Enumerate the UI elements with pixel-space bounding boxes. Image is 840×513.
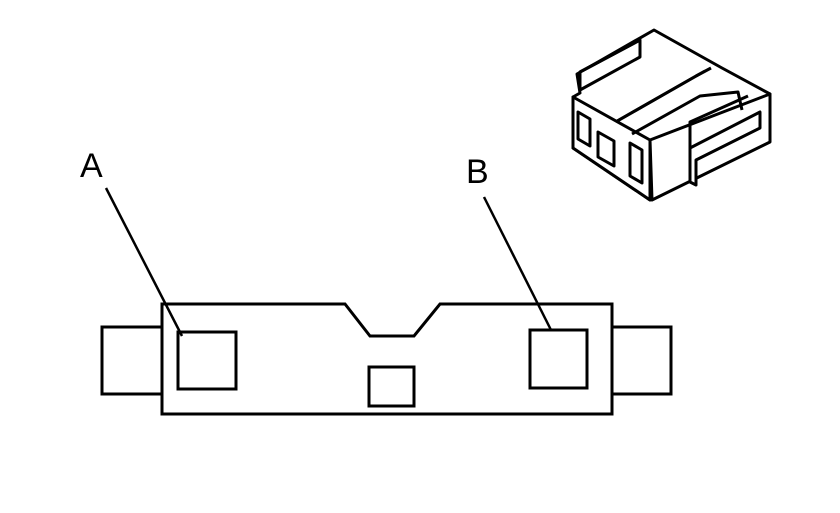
terminal-cavity-2 [596, 130, 616, 168]
terminal-cavity-b [528, 328, 589, 390]
connector-body-outline [160, 302, 614, 416]
callout-a-leader [104, 187, 184, 337]
left-end-tab [100, 325, 164, 396]
right-end-tab [610, 325, 673, 396]
center-key-slot [367, 365, 416, 408]
terminal-cavity-a [176, 330, 238, 391]
connector-face-front-view [100, 302, 673, 416]
callout-b-label: B [466, 153, 489, 191]
callout-a-label: A [80, 147, 103, 185]
callout-leaders [104, 187, 553, 337]
terminal-cavity-3 [628, 141, 644, 185]
connector-isometric-illustration [571, 28, 772, 202]
callout-b-leader [482, 196, 553, 331]
terminal-cavity-1 [576, 110, 592, 148]
